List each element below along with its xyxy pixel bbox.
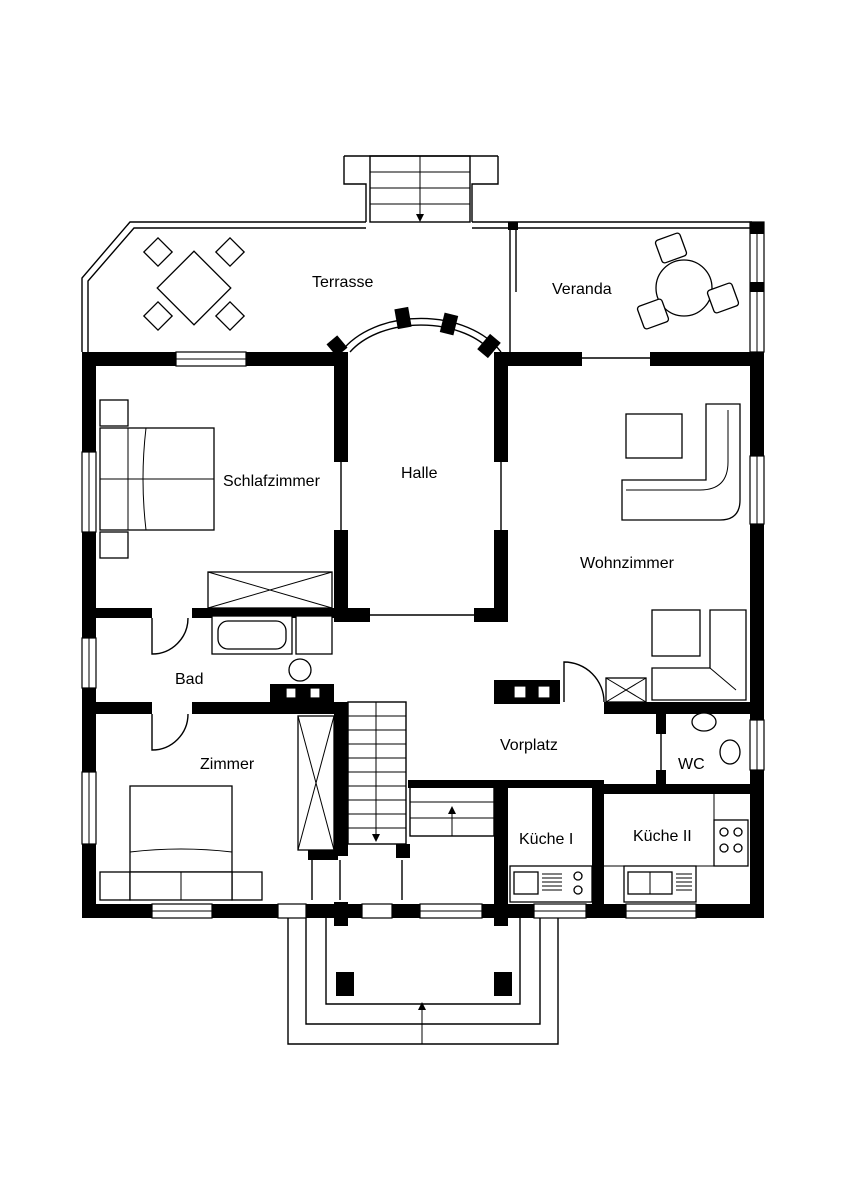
label-vorplatz: Vorplatz [500, 737, 558, 754]
living-room [494, 403, 764, 714]
label-veranda: Veranda [552, 281, 612, 298]
label-terrasse: Terrasse [312, 274, 373, 291]
wc-room [604, 712, 764, 794]
label-wc: WC [678, 756, 705, 773]
label-kueche-1: Küche I [519, 831, 573, 848]
label-wohnzimmer: Wohnzimmer [580, 555, 675, 572]
zimmer-room [99, 702, 348, 901]
label-bad: Bad [175, 671, 203, 688]
terrace-stairs [343, 155, 499, 223]
hall-walls [326, 306, 508, 622]
label-halle: Halle [401, 465, 438, 482]
entrance-porch [287, 860, 559, 1045]
outer-walls [81, 351, 765, 919]
label-schlafzimmer: Schlafzimmer [223, 473, 321, 490]
label-zimmer: Zimmer [200, 756, 255, 773]
terrace-area [81, 155, 765, 353]
label-kueche-2: Küche II [633, 828, 692, 845]
kitchens [408, 780, 749, 918]
terrace-table [142, 236, 246, 332]
bedroom [99, 399, 333, 609]
veranda-table [636, 232, 740, 330]
bathroom [96, 608, 334, 751]
